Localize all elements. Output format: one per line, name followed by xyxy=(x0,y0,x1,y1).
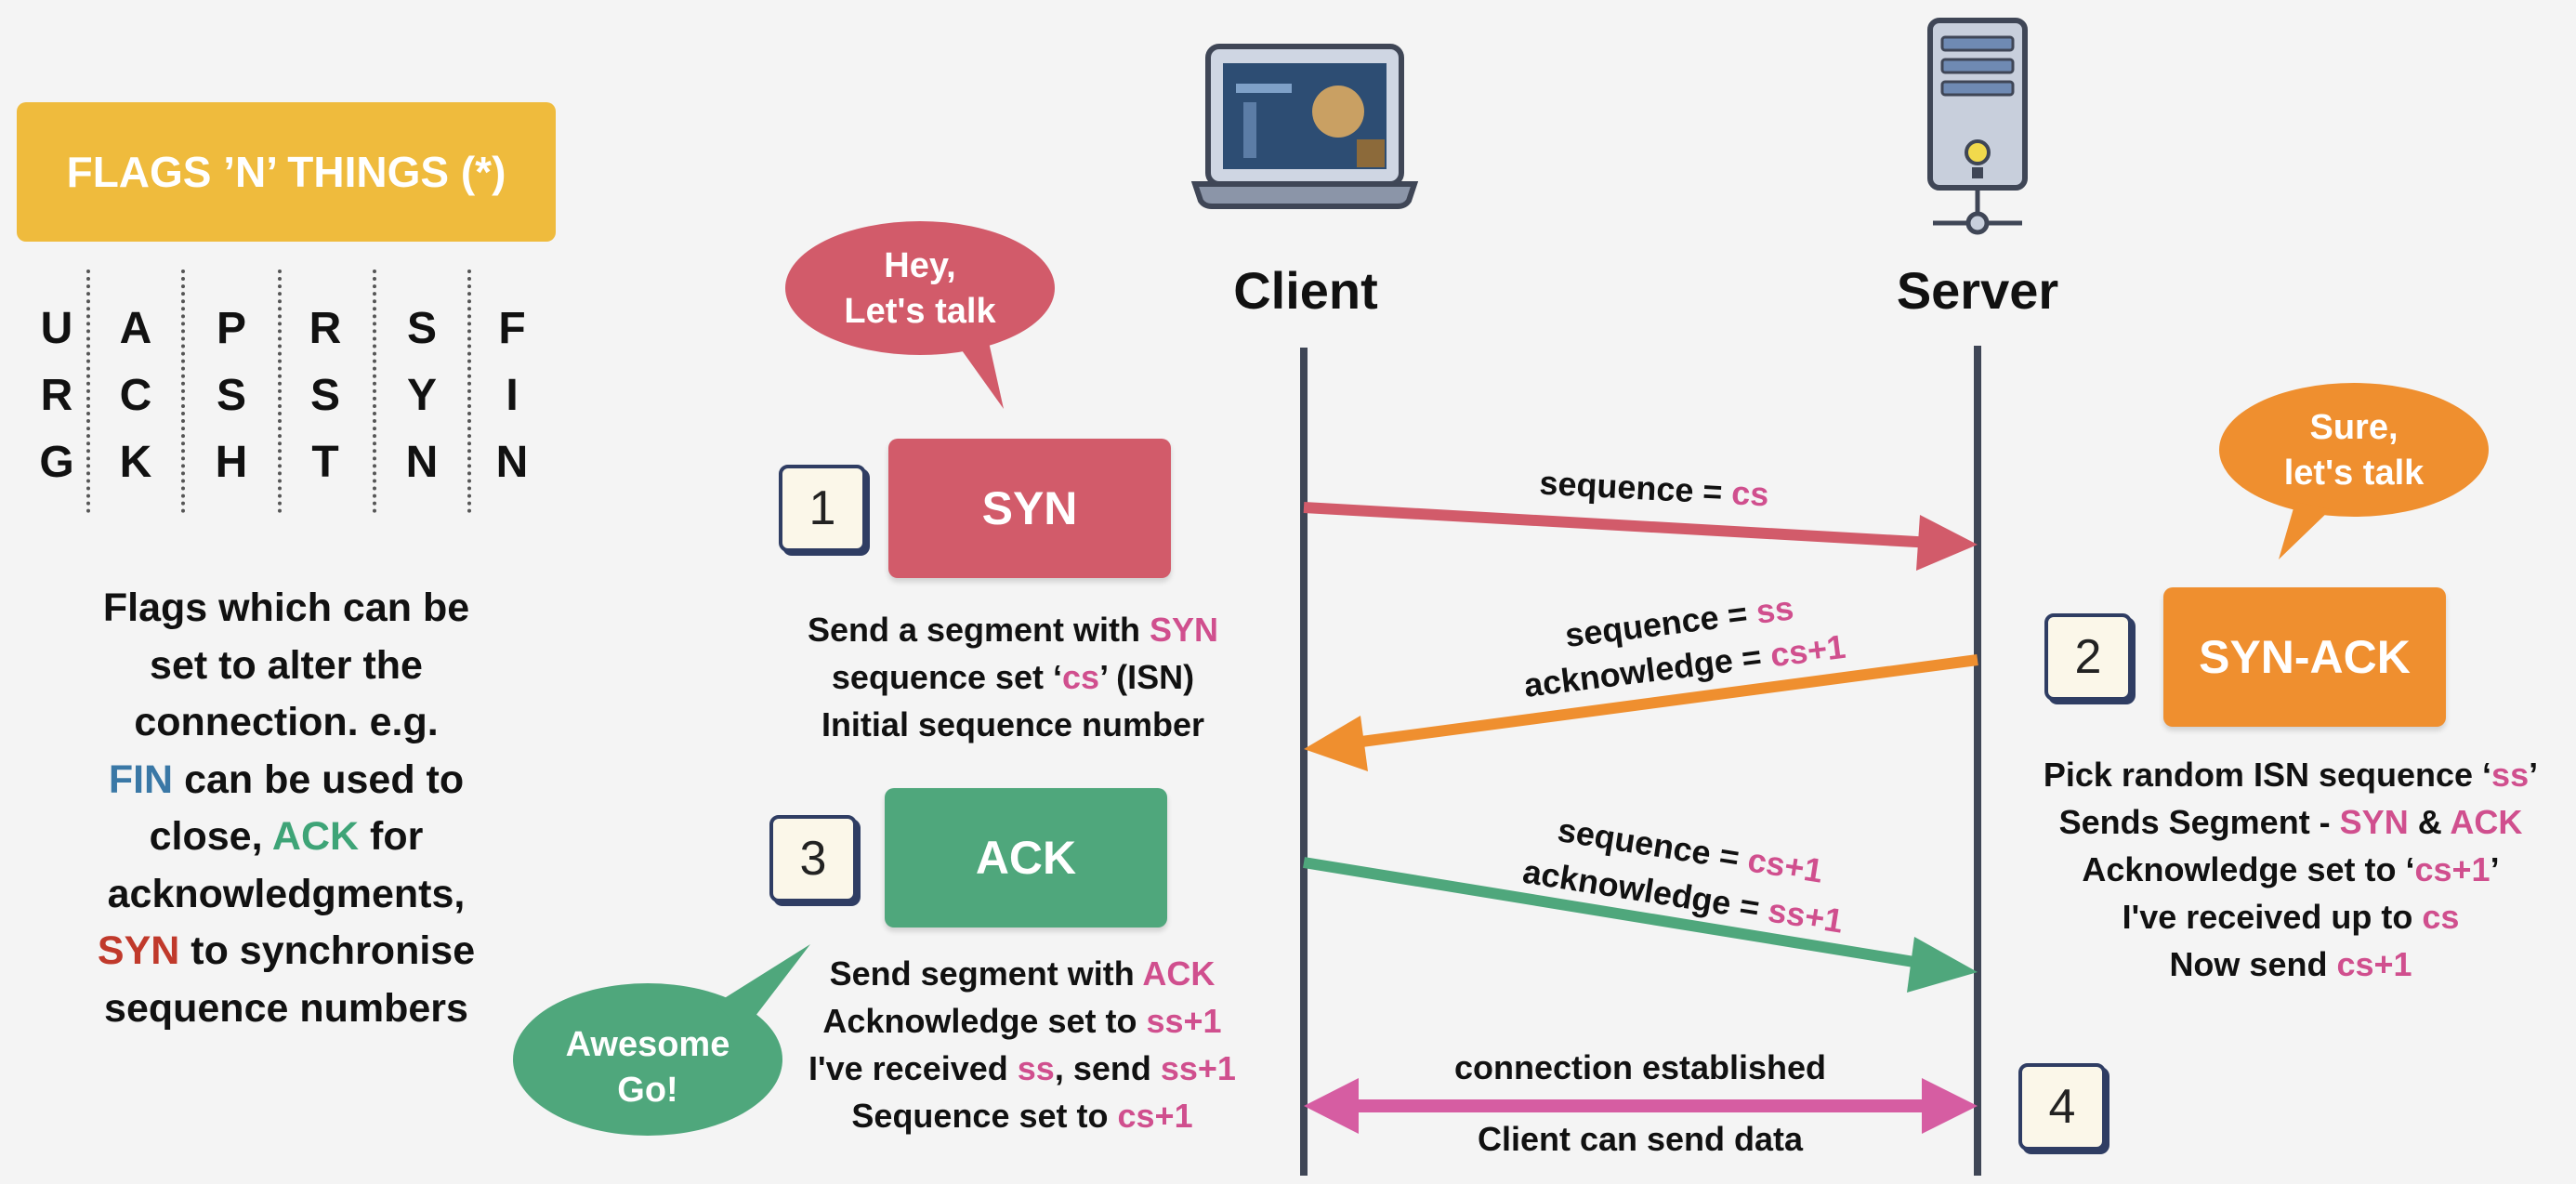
flags-title: FLAGS ’N’ THINGS (*) xyxy=(17,102,556,242)
speech-bubble-awesome xyxy=(513,944,810,1136)
flag-separator xyxy=(181,270,185,513)
flag-separator xyxy=(86,270,90,513)
step-number-2: 2 xyxy=(2044,613,2132,701)
step-number-3: 3 xyxy=(769,815,857,902)
ack-arrow xyxy=(1303,857,1978,993)
established-label-bottom: Client can send data xyxy=(1477,1120,1804,1158)
established-arrow xyxy=(1304,1078,1978,1134)
flag-separator xyxy=(278,270,282,513)
speech-bubble-sure xyxy=(2219,383,2489,559)
ack-caption: Send segment with ACK Acknowledge set to… xyxy=(808,954,1236,1135)
server-tower-icon xyxy=(1927,18,2028,235)
flag-separator xyxy=(373,270,376,513)
syn-ack-box: SYN-ACK xyxy=(2163,587,2446,727)
server-label: Server xyxy=(1896,261,2059,320)
syn-caption: Send a segment with SYN sequence set ‘cs… xyxy=(807,611,1219,743)
bubble-hey-text: Hey,Let's talk xyxy=(844,246,996,331)
bubble-sure-text: Sure,let's talk xyxy=(2283,408,2425,493)
syn-ack-caption: Pick random ISN sequence ‘ss’ Sends Segm… xyxy=(2043,756,2539,983)
laptop-icon xyxy=(1190,44,1419,209)
step-number-4: 4 xyxy=(2018,1063,2106,1151)
flags-description: Flags which can be set to alter the conn… xyxy=(97,585,476,1031)
syn-box: SYN xyxy=(888,439,1171,578)
step-number-1: 1 xyxy=(779,465,866,552)
syn-ack-arrow xyxy=(1304,654,1978,771)
syn-arrow xyxy=(1303,502,1978,571)
speech-bubble-hey xyxy=(785,221,1055,409)
client-label: Client xyxy=(1233,261,1378,320)
ack-box: ACK xyxy=(885,788,1167,927)
established-label-top: connection established xyxy=(1453,1048,1827,1086)
flag-separator xyxy=(467,270,471,513)
